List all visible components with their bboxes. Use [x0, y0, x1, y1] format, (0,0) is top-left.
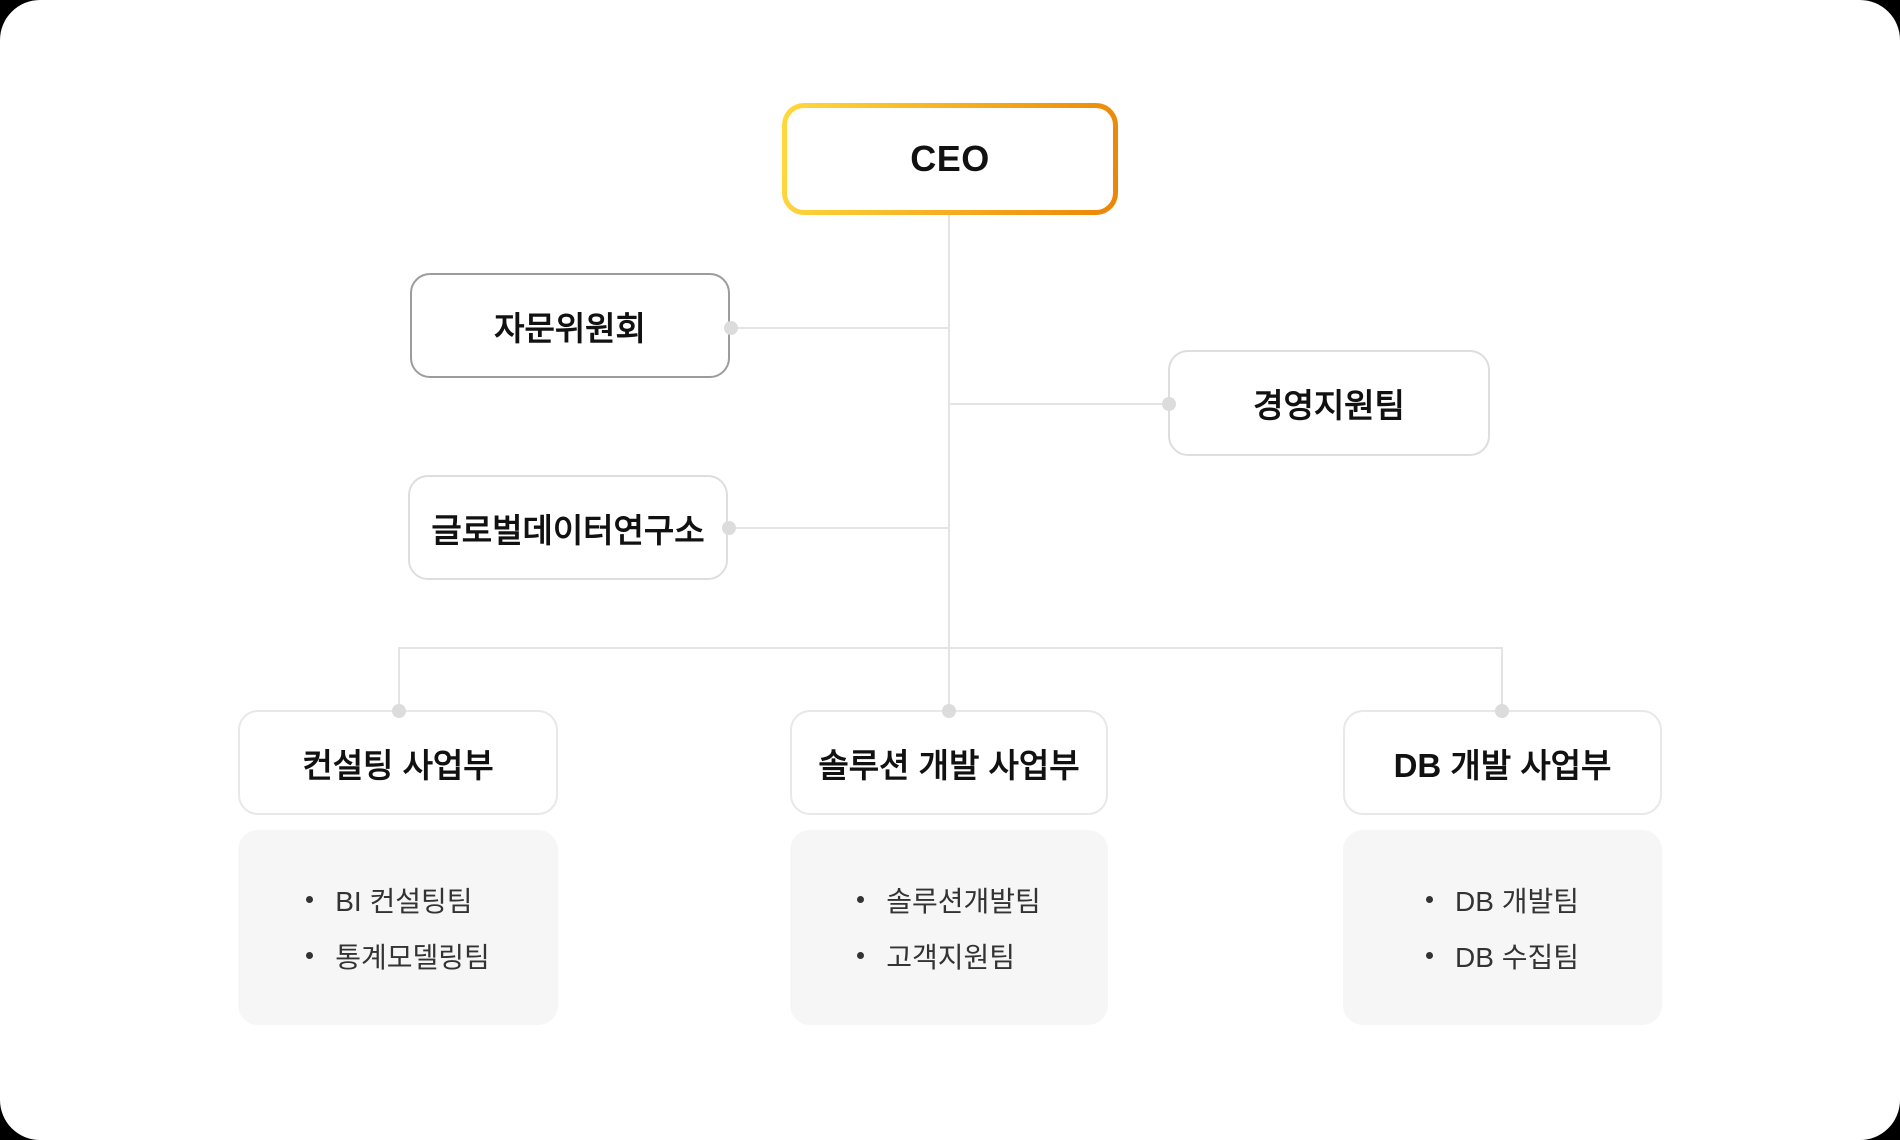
panel-solution-teams: 솔루션개발팀 고객지원팀 — [790, 830, 1108, 1025]
node-ceo: CEO — [782, 103, 1118, 215]
connector-dot-division-center — [942, 704, 956, 718]
team-list: 솔루션개발팀 고객지원팀 — [857, 880, 1041, 976]
connector-drop-left — [398, 647, 400, 711]
connector-ceo-trunk — [948, 215, 950, 649]
bullet-icon — [1426, 896, 1434, 903]
connector-dot-global — [722, 521, 736, 535]
connector-drop-right — [1501, 647, 1503, 711]
team-item: 솔루션개발팀 — [857, 880, 1041, 920]
connector-dot-division-left — [392, 704, 406, 718]
team-item: BI 컨설팅팀 — [306, 880, 490, 920]
node-management-support-team-label: 경영지원팀 — [1253, 387, 1405, 424]
connector-dot-advisory — [724, 321, 738, 335]
connector-dot-mgmt — [1162, 397, 1176, 411]
bullet-icon — [306, 952, 314, 959]
node-advisory-committee-label: 자문위원회 — [494, 309, 646, 347]
node-global-data-research-institute: 글로벌데이터연구소 — [408, 475, 728, 580]
connector-drop-center — [948, 649, 950, 711]
team-list: BI 컨설팅팀 통계모델링팀 — [306, 880, 490, 976]
node-solution-dev-division-label: 솔루션 개발 사업부 — [818, 746, 1080, 784]
node-consulting-division: 컨설팅 사업부 — [238, 710, 558, 815]
team-label: DB 수집팀 — [1455, 941, 1579, 973]
connector-advisory-line — [731, 327, 949, 329]
team-list: DB 개발팀 DB 수집팀 — [1426, 880, 1579, 976]
panel-consulting-teams: BI 컨설팅팀 통계모델링팀 — [238, 830, 558, 1025]
team-item: 고객지원팀 — [857, 936, 1041, 976]
bullet-icon — [306, 896, 314, 903]
connector-dot-division-right — [1495, 704, 1509, 718]
node-advisory-committee: 자문위원회 — [410, 273, 730, 378]
bullet-icon — [857, 952, 865, 959]
node-consulting-division-label: 컨설팅 사업부 — [302, 746, 494, 784]
bullet-icon — [1426, 952, 1434, 959]
team-item: DB 개발팀 — [1426, 880, 1579, 920]
connector-distribution-line — [398, 647, 1503, 649]
team-label: BI 컨설팅팀 — [335, 885, 473, 917]
node-global-data-research-institute-label: 글로벌데이터연구소 — [431, 511, 705, 549]
bullet-icon — [857, 896, 865, 903]
team-label: 통계모델링팀 — [335, 941, 490, 973]
connector-global-line — [729, 527, 949, 529]
node-db-dev-division-label: DB 개발 사업부 — [1393, 746, 1612, 784]
panel-db-teams: DB 개발팀 DB 수집팀 — [1343, 830, 1662, 1025]
node-solution-dev-division: 솔루션 개발 사업부 — [790, 710, 1108, 815]
team-item: 통계모델링팀 — [306, 936, 490, 976]
team-label: DB 개발팀 — [1455, 885, 1579, 917]
node-ceo-label: CEO — [910, 138, 990, 179]
team-label: 솔루션개발팀 — [886, 885, 1041, 917]
connector-mgmt-line — [950, 403, 1169, 405]
node-ceo-inner: CEO — [787, 108, 1113, 210]
node-management-support-team: 경영지원팀 — [1168, 350, 1490, 456]
team-label: 고객지원팀 — [886, 941, 1016, 973]
node-db-dev-division: DB 개발 사업부 — [1343, 710, 1662, 815]
team-item: DB 수집팀 — [1426, 936, 1579, 976]
